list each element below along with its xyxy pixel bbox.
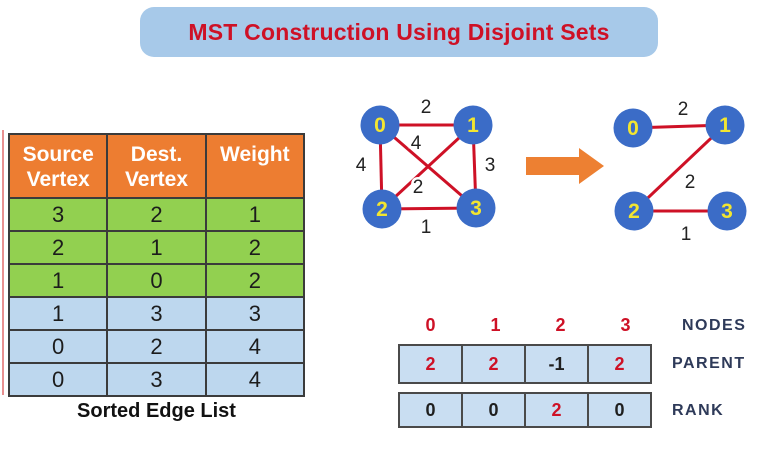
- rank-label: RANK: [672, 402, 725, 419]
- table-caption: Sorted Edge List: [77, 400, 236, 422]
- array-cell: 2: [398, 344, 463, 384]
- graph-node: [360, 105, 400, 145]
- array-cell: 0: [398, 392, 463, 428]
- edge-cell: 3: [204, 298, 303, 329]
- edge-cell: 1: [10, 265, 107, 296]
- array-cell: 2: [524, 392, 589, 428]
- graph-edge: [380, 123, 475, 211]
- edge-cell: 3: [10, 199, 107, 230]
- graph-edge: [632, 123, 727, 213]
- graph-node-label: 2: [628, 200, 640, 223]
- edge-cell: 3: [106, 298, 205, 329]
- edge-cell: 2: [106, 199, 205, 230]
- edge-cell: 3: [106, 364, 205, 395]
- graph-node-label: 1: [719, 114, 731, 137]
- edge-cell: 2: [106, 331, 205, 362]
- page-title: MST Construction Using Disjoint Sets: [188, 18, 610, 45]
- graph-node-label: 1: [467, 114, 479, 137]
- left-edge-artifact: [2, 130, 4, 395]
- graph-node: [456, 188, 496, 228]
- edge-weight-label: 2: [678, 99, 689, 120]
- array-cell: 2: [587, 344, 652, 384]
- edge-weight-label: 2: [421, 97, 432, 118]
- edge-cell: 2: [10, 232, 107, 263]
- edge-cell: 1: [204, 199, 303, 230]
- edge-weight-label: 1: [681, 224, 692, 245]
- edge-cell: 2: [204, 232, 303, 263]
- edge-weight-label: 2: [413, 177, 424, 198]
- array-cell: 0: [587, 392, 652, 428]
- array-cell: -1: [524, 344, 589, 384]
- edge-cell: 0: [10, 364, 107, 395]
- graph-node: [362, 189, 402, 229]
- node-index: 0: [425, 315, 436, 335]
- graph-node: [707, 191, 747, 231]
- parent-label: PARENT: [672, 355, 746, 372]
- edge-cell: 1: [106, 232, 205, 263]
- graph-node-label: 0: [374, 114, 386, 137]
- graph-node-label: 3: [721, 200, 733, 223]
- nodes-label: NODES: [682, 317, 747, 334]
- edge-cell: 2: [204, 265, 303, 296]
- nodes-index-row: 0 1 2 3: [398, 315, 658, 336]
- title-banner: MST Construction Using Disjoint Sets: [140, 7, 658, 57]
- column-header: Source Vertex: [10, 135, 107, 197]
- node-index: 3: [620, 315, 631, 335]
- column-header: Dest. Vertex: [106, 135, 205, 197]
- column-header: Weight: [204, 135, 303, 197]
- graph-node: [453, 105, 493, 145]
- graph-node: [613, 108, 653, 148]
- graph-node-label: 3: [470, 197, 482, 220]
- array-cell: 2: [461, 344, 526, 384]
- graph-node-label: 0: [627, 117, 639, 140]
- graph-node-label: 2: [376, 198, 388, 221]
- edge-weight-label: 3: [485, 155, 496, 176]
- edge-cell: 1: [10, 298, 107, 329]
- node-index: 1: [490, 315, 501, 335]
- node-index: 2: [555, 315, 566, 335]
- edge-cell: 4: [204, 331, 303, 362]
- edge-weight-label: 2: [685, 172, 696, 193]
- edge-weight-label: 4: [411, 133, 422, 154]
- graph-node: [614, 191, 654, 231]
- edge-cell: 4: [204, 364, 303, 395]
- edge-cell: 0: [106, 265, 205, 296]
- array-cell: 0: [461, 392, 526, 428]
- edge-weight-label: 1: [421, 217, 432, 238]
- edge-weight-label: 4: [356, 155, 367, 176]
- edge-cell: 0: [10, 331, 107, 362]
- graph-node: [705, 105, 745, 145]
- arrow-right-icon: [526, 148, 604, 184]
